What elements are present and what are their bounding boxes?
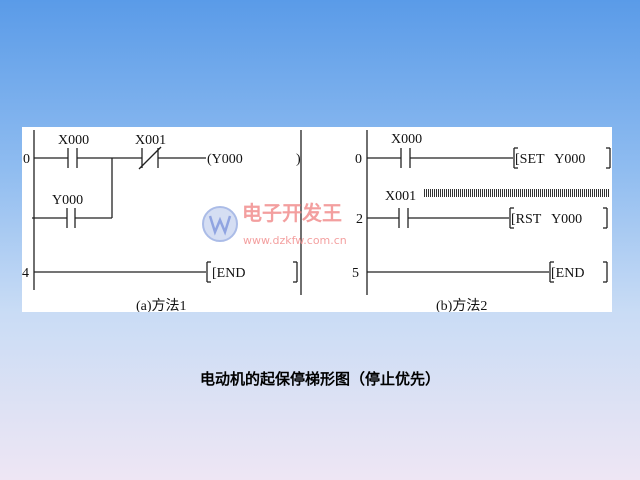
step-number: 0 [355, 152, 362, 167]
watermark-logo-icon [202, 206, 238, 242]
coil-y000: (Y000 [207, 152, 243, 167]
watermark: 电子开发王 www.dzkfw.com.cn [202, 201, 347, 247]
contact-label-x001: X001 [135, 133, 166, 148]
watermark-name: 电子开发王 [242, 201, 342, 225]
step-number: 5 [352, 266, 359, 281]
step-number: 0 [23, 152, 30, 167]
nc-contact-slash [138, 146, 162, 170]
watermark-w-icon [208, 215, 232, 236]
slide-caption: 电动机的起保停梯形图（停止优先） [199, 370, 440, 388]
step-number: 2 [356, 212, 363, 227]
caption-method-1: (a)方法1 [136, 298, 187, 312]
step-number: 4 [22, 266, 29, 281]
ladder-diagram-panel: 0 4 X000 X001 (Y000 ) Y000 [END (a)方法1 0… [22, 127, 612, 312]
coil-close: ) [296, 152, 301, 167]
contact-label-x000: X000 [58, 133, 89, 148]
contact-label-x001: X001 [385, 189, 416, 204]
set-instruction: [SET Y000 [515, 152, 585, 167]
end-instruction: [END [212, 266, 245, 281]
contact-label-x000: X000 [391, 132, 422, 147]
ladder-method-1: 0 4 X000 X001 (Y000 ) Y000 [END (a)方法1 [22, 130, 302, 312]
end-instruction: [END [551, 266, 584, 281]
contact-label-y000: Y000 [52, 193, 83, 208]
ladder-diagram: 0 4 X000 X001 (Y000 ) Y000 [END (a)方法1 0… [22, 130, 611, 312]
watermark-url: www.dzkfw.com.cn [243, 234, 347, 247]
ladder-method-2: 0 2 5 X000 X001 [SET Y000 [RST Y000 [END… [352, 130, 611, 312]
caption-method-2: (b)方法2 [436, 298, 487, 312]
rst-instruction: [RST Y000 [511, 212, 582, 227]
